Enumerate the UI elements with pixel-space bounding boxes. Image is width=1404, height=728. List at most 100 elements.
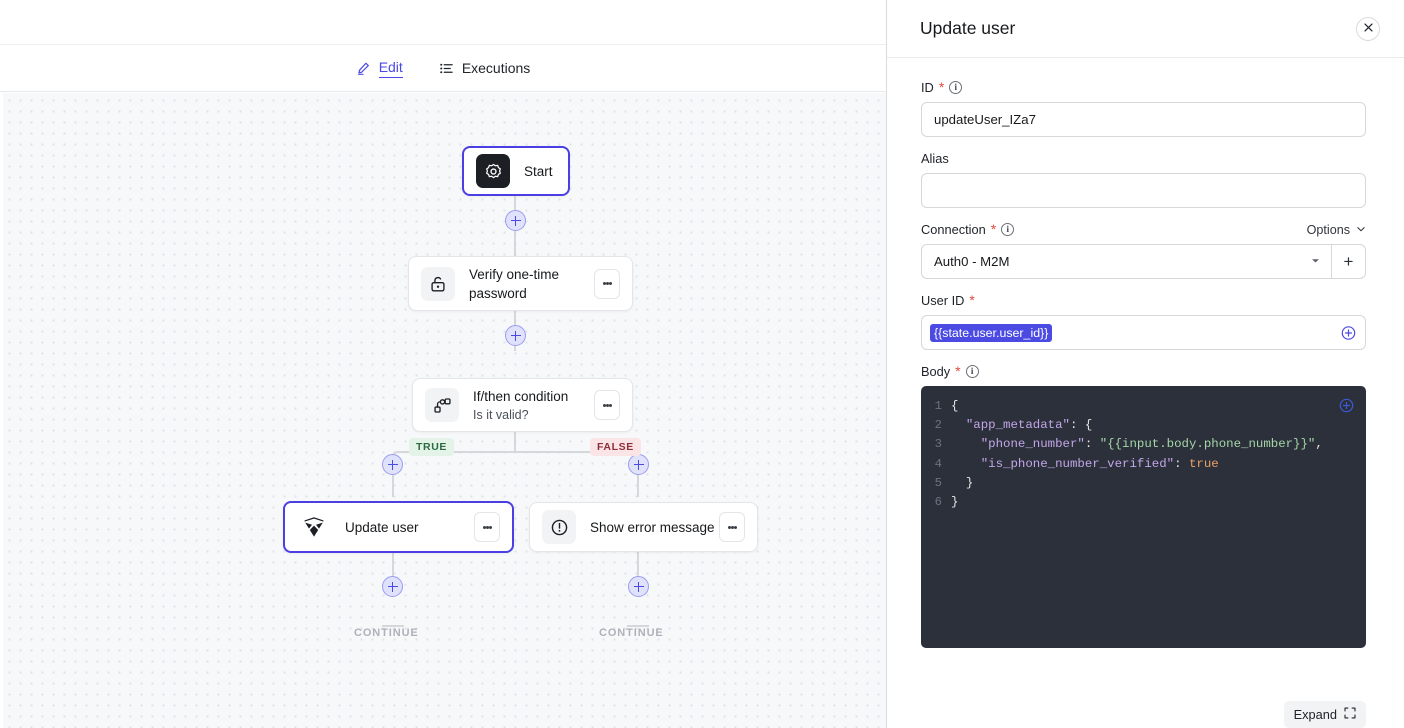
view-tabbar: Edit Executions bbox=[0, 45, 886, 92]
app-topbar bbox=[0, 0, 886, 45]
required-asterisk: * bbox=[969, 292, 975, 308]
expand-button[interactable]: Expand bbox=[1283, 701, 1366, 728]
tab-executions[interactable]: Executions bbox=[438, 58, 531, 78]
endcap-left bbox=[382, 625, 404, 627]
alert-circle-icon bbox=[542, 510, 576, 544]
field-body-label: Body bbox=[921, 364, 951, 379]
dot bbox=[482, 525, 486, 529]
dot bbox=[485, 525, 489, 529]
dot bbox=[608, 403, 612, 407]
edge-update-down bbox=[392, 533, 394, 589]
info-icon[interactable]: i bbox=[949, 81, 963, 94]
code-line-content: { bbox=[951, 399, 958, 413]
flow-node-verify-otp[interactable]: Verify one-time password bbox=[408, 256, 633, 311]
connection-select[interactable]: Auth0 - M2M bbox=[921, 244, 1331, 279]
flow-canvas[interactable]: TRUE FALSE CONTINUE CONTINUE Start bbox=[0, 93, 886, 728]
flow-node-update-user-text: Update user bbox=[345, 518, 474, 537]
branch-icon bbox=[425, 388, 459, 422]
edge-start-verify bbox=[514, 196, 516, 289]
list-icon bbox=[439, 61, 454, 76]
flow-node-show-error[interactable]: Show error message bbox=[529, 502, 758, 552]
flow-node-show-error-menu-button[interactable] bbox=[719, 512, 745, 542]
editor-insert-variable-button[interactable] bbox=[1339, 398, 1354, 413]
flow-node-show-error-title: Show error message bbox=[590, 519, 715, 535]
add-node-button-after-verify[interactable] bbox=[505, 325, 526, 346]
code-token bbox=[951, 437, 981, 451]
add-node-button-after-error[interactable] bbox=[628, 576, 649, 597]
tab-edit[interactable]: Edit bbox=[355, 57, 404, 80]
panel-body: ID * i updateUser_IZa7 Alias bbox=[887, 58, 1404, 693]
code-token: "app_metadata" bbox=[965, 417, 1070, 432]
code-token: : bbox=[1174, 456, 1189, 471]
flow-node-start[interactable]: Start bbox=[462, 146, 570, 196]
flow-node-start-text: Start bbox=[524, 162, 556, 181]
flow-node-verify-otp-text: Verify one-time password bbox=[469, 265, 594, 303]
dot bbox=[608, 282, 612, 285]
info-icon[interactable]: i bbox=[1001, 223, 1015, 236]
add-connection-button[interactable]: + bbox=[1331, 244, 1366, 279]
dot bbox=[488, 525, 492, 529]
edge-ifthen-split bbox=[514, 411, 516, 453]
field-alias-label-row: Alias bbox=[921, 151, 1366, 166]
dot bbox=[605, 282, 609, 285]
code-line: 6} bbox=[921, 492, 1366, 511]
code-token: } bbox=[965, 475, 974, 490]
flow-node-if-then-subtitle: Is it valid? bbox=[473, 407, 529, 422]
pencil-icon bbox=[356, 61, 371, 76]
flow-node-update-user-menu-button[interactable] bbox=[474, 512, 500, 542]
add-node-button-true-branch[interactable] bbox=[382, 454, 403, 475]
edge-error-down bbox=[637, 533, 639, 589]
field-user-id-label-row: User ID * bbox=[921, 293, 1366, 308]
workflow-left-pane: Edit Executions bbox=[0, 0, 886, 728]
flow-node-if-then-menu-button[interactable] bbox=[594, 390, 620, 420]
flow-node-update-user[interactable]: Update user bbox=[283, 501, 514, 553]
edge-split-bar bbox=[400, 451, 629, 453]
branch-label-true: TRUE bbox=[409, 438, 454, 456]
code-line: 4 "is_phone_number_verified": true bbox=[921, 454, 1366, 473]
code-token: true bbox=[1188, 456, 1219, 471]
dot bbox=[605, 403, 609, 407]
code-line: 1{ bbox=[921, 396, 1366, 415]
field-user-id: User ID * {{state.user.user_id}} bbox=[921, 293, 1366, 350]
panel-header: Update user bbox=[887, 0, 1404, 58]
flow-node-if-then-text: If/then condition Is it valid? bbox=[473, 387, 594, 424]
info-icon[interactable]: i bbox=[965, 365, 979, 378]
tab-edit-label: Edit bbox=[378, 59, 403, 78]
code-line: 3 "phone_number": "{{input.body.phone_nu… bbox=[921, 435, 1366, 454]
code-line-content: } bbox=[951, 495, 958, 509]
edge-false-down bbox=[637, 461, 639, 497]
connection-select-value: Auth0 - M2M bbox=[934, 254, 1010, 269]
flow-node-start-title: Start bbox=[524, 163, 553, 179]
field-user-id-input[interactable]: {{state.user.user_id}} bbox=[921, 315, 1366, 350]
insert-variable-button[interactable] bbox=[1341, 325, 1356, 340]
code-token bbox=[951, 476, 966, 490]
field-body: Body * i 1{2 "app_metadata": {3 "phone_n… bbox=[921, 364, 1366, 648]
expand-button-label: Expand bbox=[1293, 707, 1337, 722]
expand-row: Expand bbox=[887, 693, 1404, 728]
field-id-input[interactable]: updateUser_IZa7 bbox=[921, 102, 1366, 137]
field-user-id-token: {{state.user.user_id}} bbox=[930, 323, 1053, 342]
unlock-icon bbox=[421, 266, 455, 301]
field-id: ID * i updateUser_IZa7 bbox=[921, 80, 1366, 137]
code-token: : bbox=[1084, 437, 1100, 452]
flow-node-if-then-title: If/then condition bbox=[473, 388, 569, 404]
field-id-label-row: ID * i bbox=[921, 80, 1366, 95]
code-token: , bbox=[1315, 437, 1323, 452]
add-node-button-false-branch[interactable] bbox=[628, 454, 649, 475]
terminal-label-left: CONTINUE bbox=[354, 627, 419, 639]
add-node-button-after-start[interactable] bbox=[505, 210, 526, 231]
body-code-editor[interactable]: 1{2 "app_metadata": {3 "phone_number": "… bbox=[921, 386, 1366, 648]
code-lines: 1{2 "app_metadata": {3 "phone_number": "… bbox=[921, 396, 1366, 512]
dot bbox=[733, 525, 737, 529]
flow-node-verify-otp-menu-button[interactable] bbox=[594, 268, 620, 299]
flow-node-if-then[interactable]: If/then condition Is it valid? bbox=[412, 378, 633, 432]
code-line-content: "phone_number": "{{input.body.phone_numb… bbox=[951, 437, 1323, 451]
connection-options-button[interactable]: Options bbox=[1307, 223, 1366, 237]
connection-options-label: Options bbox=[1306, 222, 1350, 237]
add-node-button-after-update[interactable] bbox=[382, 576, 403, 597]
close-panel-button[interactable] bbox=[1356, 16, 1380, 41]
tab-executions-label: Executions bbox=[461, 60, 531, 76]
field-alias-input[interactable] bbox=[921, 173, 1366, 208]
code-line-number: 6 bbox=[934, 495, 942, 510]
dot bbox=[730, 525, 734, 529]
